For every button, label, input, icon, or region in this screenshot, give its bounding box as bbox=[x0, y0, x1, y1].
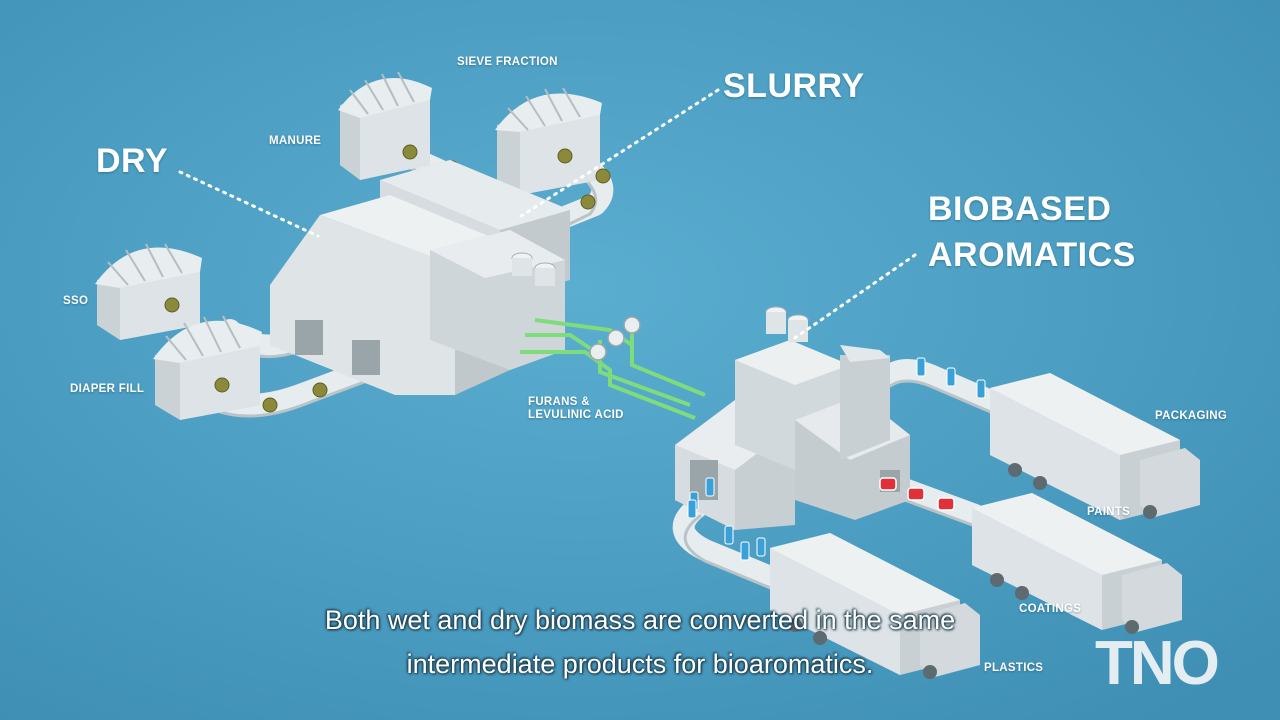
truck-paints bbox=[972, 493, 1182, 634]
truck-plastics bbox=[770, 533, 980, 679]
bin-sso bbox=[95, 243, 202, 340]
conveyor-packaging bbox=[879, 359, 1011, 416]
label-slurry: SLURRY bbox=[723, 67, 865, 105]
tno-logo: TNO bbox=[1095, 629, 1220, 698]
label-furans: FURANS & bbox=[528, 396, 590, 408]
leader-lines bbox=[178, 88, 917, 342]
label-levulinic-acid: LEVULINIC ACID bbox=[528, 409, 624, 421]
pipe-valves bbox=[589, 316, 641, 361]
label-biobased: BIOBASED bbox=[928, 190, 1112, 228]
label-sieve-fraction: SIEVE FRACTION bbox=[457, 56, 558, 68]
leader-dry bbox=[178, 170, 320, 238]
bin-diaper-fill bbox=[153, 315, 262, 420]
label-aromatics: AROMATICS bbox=[928, 236, 1136, 274]
label-dry: DRY bbox=[96, 142, 169, 180]
label-plastics: PLASTICS bbox=[984, 662, 1044, 674]
paint-cans bbox=[879, 477, 955, 511]
label-sso: SSO bbox=[63, 295, 89, 307]
bin-manure bbox=[338, 71, 432, 180]
subtitle-line-1: Both wet and dry biomass are converted i… bbox=[324, 605, 956, 635]
aromatics-plant bbox=[675, 306, 910, 530]
label-diaper-fill: DIAPER FILL bbox=[70, 383, 145, 395]
bottles bbox=[687, 357, 986, 561]
subtitle-line-2: intermediate products for bioaromatics. bbox=[406, 649, 874, 679]
truck-packaging bbox=[990, 373, 1200, 520]
label-manure: MANURE bbox=[269, 135, 322, 147]
leader-aromatics bbox=[790, 253, 917, 342]
label-packaging: PACKAGING bbox=[1155, 410, 1228, 422]
label-coatings: COATINGS bbox=[1019, 603, 1082, 615]
label-paints: PAINTS bbox=[1087, 506, 1131, 518]
leader-slurry bbox=[516, 88, 720, 220]
